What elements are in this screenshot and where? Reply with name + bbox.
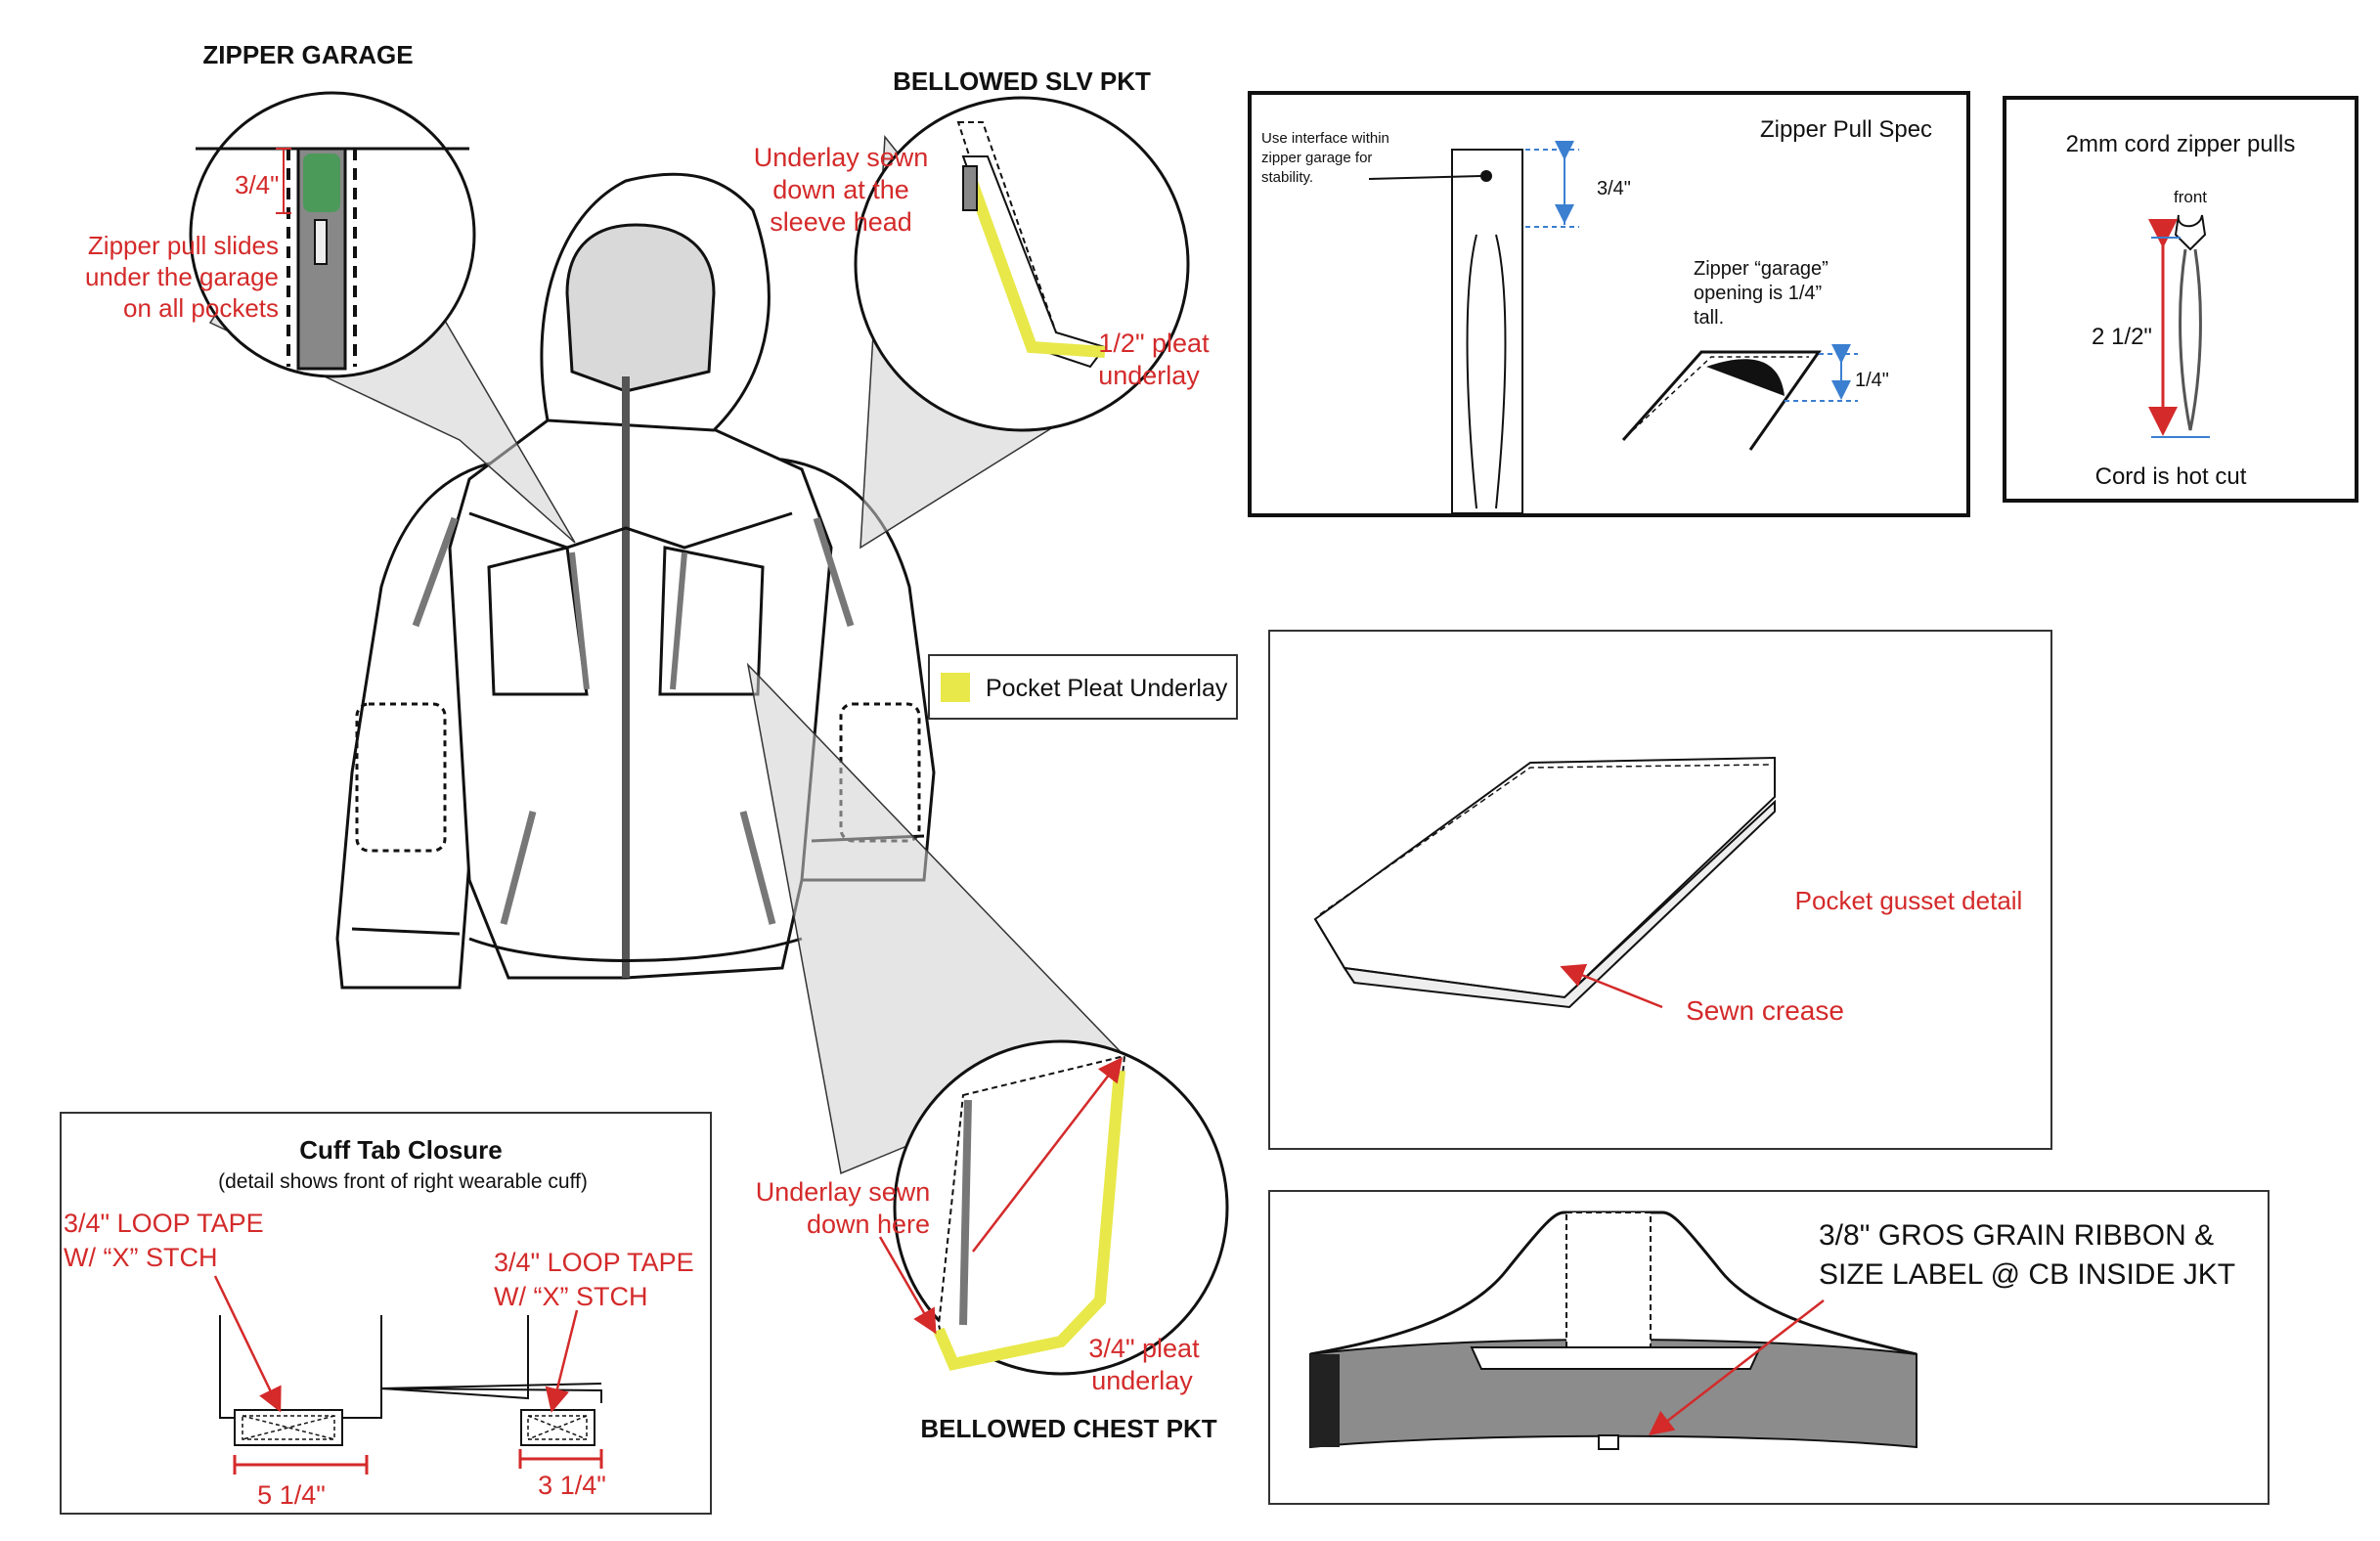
- chest-pocket-title: BELLOWED CHEST PKT: [920, 1414, 1216, 1443]
- zipper-garage-note-2: under the garage: [85, 262, 279, 291]
- chest-underlay-arrow: [972, 1057, 1124, 1253]
- sleeve-pocket-note-2: down at the: [772, 175, 909, 204]
- left-hand-pocket: [500, 811, 537, 925]
- cord-front-label: front: [2174, 188, 2207, 206]
- cuff-tab-title: Cuff Tab Closure: [299, 1135, 503, 1165]
- cord-length-measure: 2 1/2": [2092, 324, 2152, 350]
- interface-note-2: zipper garage for: [1261, 150, 1372, 166]
- chest-pocket-note-2: down here: [807, 1210, 930, 1239]
- pocket-gusset-panel: [1268, 630, 2052, 1150]
- hood-opening: [565, 223, 716, 393]
- chest-pleat-2: underlay: [1091, 1366, 1193, 1395]
- ribbon-note-2: SIZE LABEL @ CB INSIDE JKT: [1819, 1258, 2235, 1291]
- sleeve-pleat-1: 1/2" pleat: [1098, 329, 1210, 358]
- zipper-garage-title: ZIPPER GARAGE: [202, 40, 413, 69]
- garage-note-1: Zipper “garage”: [1694, 258, 1829, 280]
- collar-band: [1309, 1339, 1917, 1449]
- left-cuff: [351, 927, 461, 936]
- cuff-tab-subtitle: (detail shows front of right wearable cu…: [218, 1170, 588, 1193]
- chest-pocket-note-1: Underlay sewn: [756, 1177, 931, 1207]
- garage-note-3: tall.: [1694, 307, 1724, 329]
- zipper-garage-note-1: Zipper pull slides: [88, 231, 279, 260]
- chest-pleat-1: 3/4" pleat: [1088, 1334, 1200, 1363]
- right-hand-pocket: [739, 811, 776, 925]
- ribbon-note-1: 3/8" GROS GRAIN RIBBON &: [1819, 1219, 2214, 1252]
- left-chest-pocket: [487, 546, 589, 696]
- ribbon-panel: [1268, 1190, 2270, 1505]
- cord-pulls-panel: [2003, 96, 2358, 503]
- legend-swatch: [941, 673, 970, 702]
- right-sleeve-pocket: [813, 516, 855, 628]
- cord-footer: Cord is hot cut: [2095, 463, 2247, 490]
- left-tape-2: W/ “X” STCH: [64, 1243, 217, 1272]
- left-tape-1: 3/4" LOOP TAPE: [64, 1209, 264, 1238]
- sleeve-pocket-note-1: Underlay sewn: [754, 143, 929, 172]
- garage-note-2: opening is 1/4”: [1694, 283, 1822, 304]
- right-measure: 3 1/4": [538, 1471, 606, 1500]
- zipper-garage-measure: 3/4": [235, 170, 279, 199]
- right-tape-1: 3/4" LOOP TAPE: [494, 1248, 694, 1277]
- sleeve-pocket-detail: [854, 96, 1190, 432]
- sleeve-pocket-title: BELLOWED SLV PKT: [893, 66, 1151, 96]
- jacket-hem: [468, 937, 803, 962]
- yoke-seam: [468, 511, 793, 550]
- crease-label: Sewn crease: [1686, 995, 1844, 1026]
- garage-measure: 1/4": [1855, 370, 1889, 391]
- cuff-tab-panel: [60, 1112, 712, 1515]
- zipper-garage-note-3: on all pockets: [123, 293, 279, 323]
- zipper-garage-detail: [189, 91, 476, 378]
- legend: [928, 654, 1238, 720]
- zipper-pull-spec-panel: [1248, 91, 1970, 517]
- left-elbow-patch: [355, 702, 447, 853]
- sleeve-pocket-note-3: sleeve head: [770, 207, 912, 237]
- interface-note-3: stability.: [1261, 169, 1313, 186]
- cord-pulls-title: 2mm cord zipper pulls: [2066, 131, 2296, 157]
- left-sleeve-pocket: [412, 516, 459, 628]
- jacket-drawing: [335, 172, 936, 990]
- interface-note-1: Use interface within: [1261, 130, 1389, 147]
- chest-pocket-detail: [893, 1039, 1229, 1376]
- left-measure: 5 1/4": [257, 1480, 326, 1510]
- chest-underlay-arrow-2: [878, 1236, 937, 1335]
- right-tape-2: W/ “X” STCH: [494, 1282, 647, 1311]
- pull-measure: 3/4": [1597, 178, 1631, 199]
- legend-label: Pocket Pleat Underlay: [986, 675, 1228, 702]
- gusset-label: Pocket gusset detail: [1795, 886, 2023, 915]
- zipper-pull-spec-title: Zipper Pull Spec: [1760, 116, 1932, 143]
- sleeve-pleat-2: underlay: [1098, 361, 1200, 390]
